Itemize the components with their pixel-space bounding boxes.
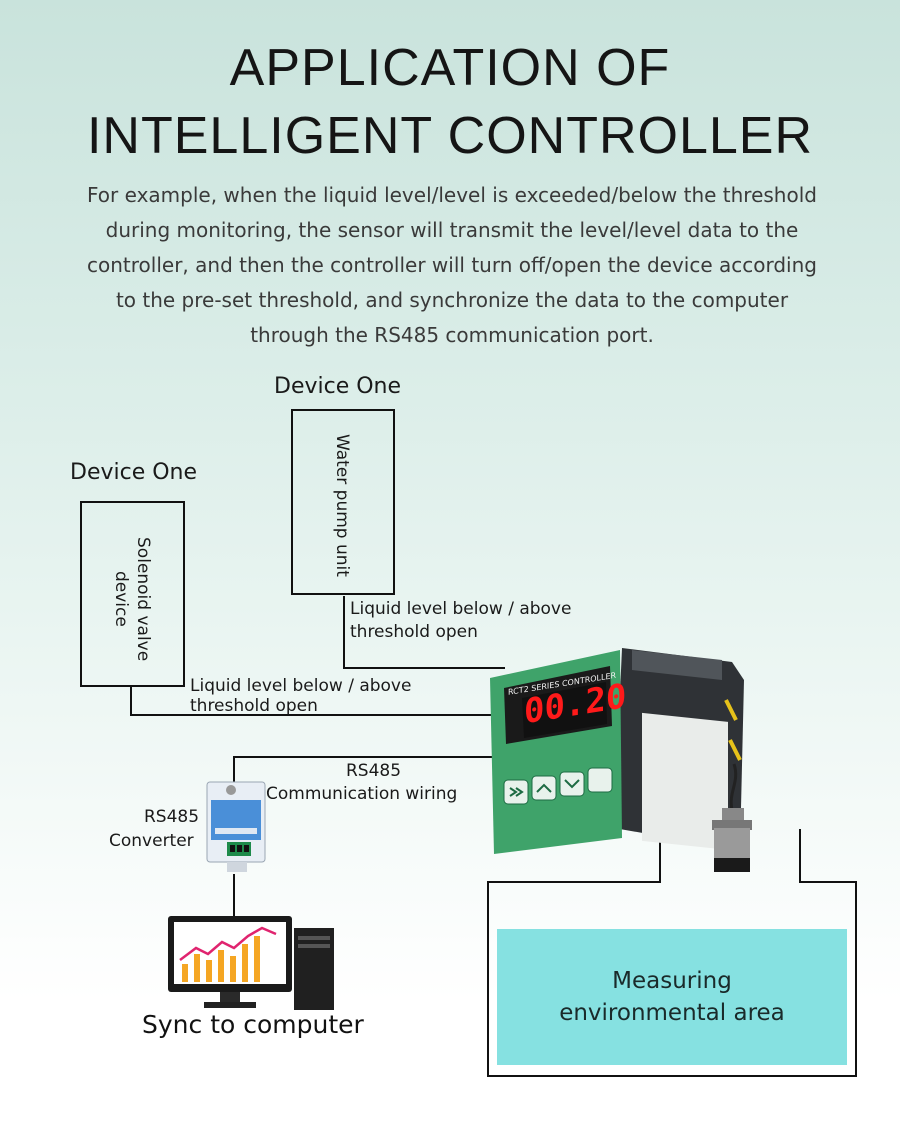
water-pump-box: Water pump unit (291, 409, 395, 595)
rs485-label-1: RS485 (346, 761, 402, 781)
pump-wire-label-1: Liquid level below / above (350, 599, 572, 619)
rs485-label-2: Communication wiring (266, 784, 458, 804)
solenoid-valve-box: Solenoid valve device (80, 501, 185, 687)
title-line-1: APPLICATION OF (229, 39, 671, 97)
valve-wire-label-2: threshold open (190, 696, 318, 716)
controller-device: 00.20 RCT2 SERIES CONTROLLER (490, 648, 744, 854)
area-line-1: Measuring (612, 968, 732, 994)
description: For example, when the liquid level/level… (87, 183, 817, 347)
rs485-wire (233, 756, 492, 788)
computer-caption: Sync to computer (142, 1010, 364, 1039)
solenoid-valve-label: Solenoid valve device (111, 536, 153, 662)
valve-wire (130, 686, 495, 716)
valve-wire-label-1: Liquid level below / above (190, 676, 412, 696)
level-sensor-icon (712, 763, 752, 872)
pump-wire (343, 596, 505, 669)
device-b-heading: Device One (274, 374, 402, 399)
computer-icon (168, 916, 334, 1010)
rs485-converter-icon (206, 781, 266, 872)
converter-label-2: Converter (109, 831, 194, 851)
converter-label-1: RS485 (144, 807, 200, 827)
pump-wire-label-2: threshold open (350, 622, 478, 642)
title-line-2: INTELLIGENT CONTROLLER (86, 107, 814, 165)
water-pump-label: Water pump unit (332, 433, 352, 577)
area-line-2: environmental area (559, 1000, 785, 1026)
device-a-heading: Device One (70, 460, 198, 485)
measuring-area-box: Measuring environmental area (497, 929, 847, 1065)
tank-outline (487, 825, 857, 1077)
